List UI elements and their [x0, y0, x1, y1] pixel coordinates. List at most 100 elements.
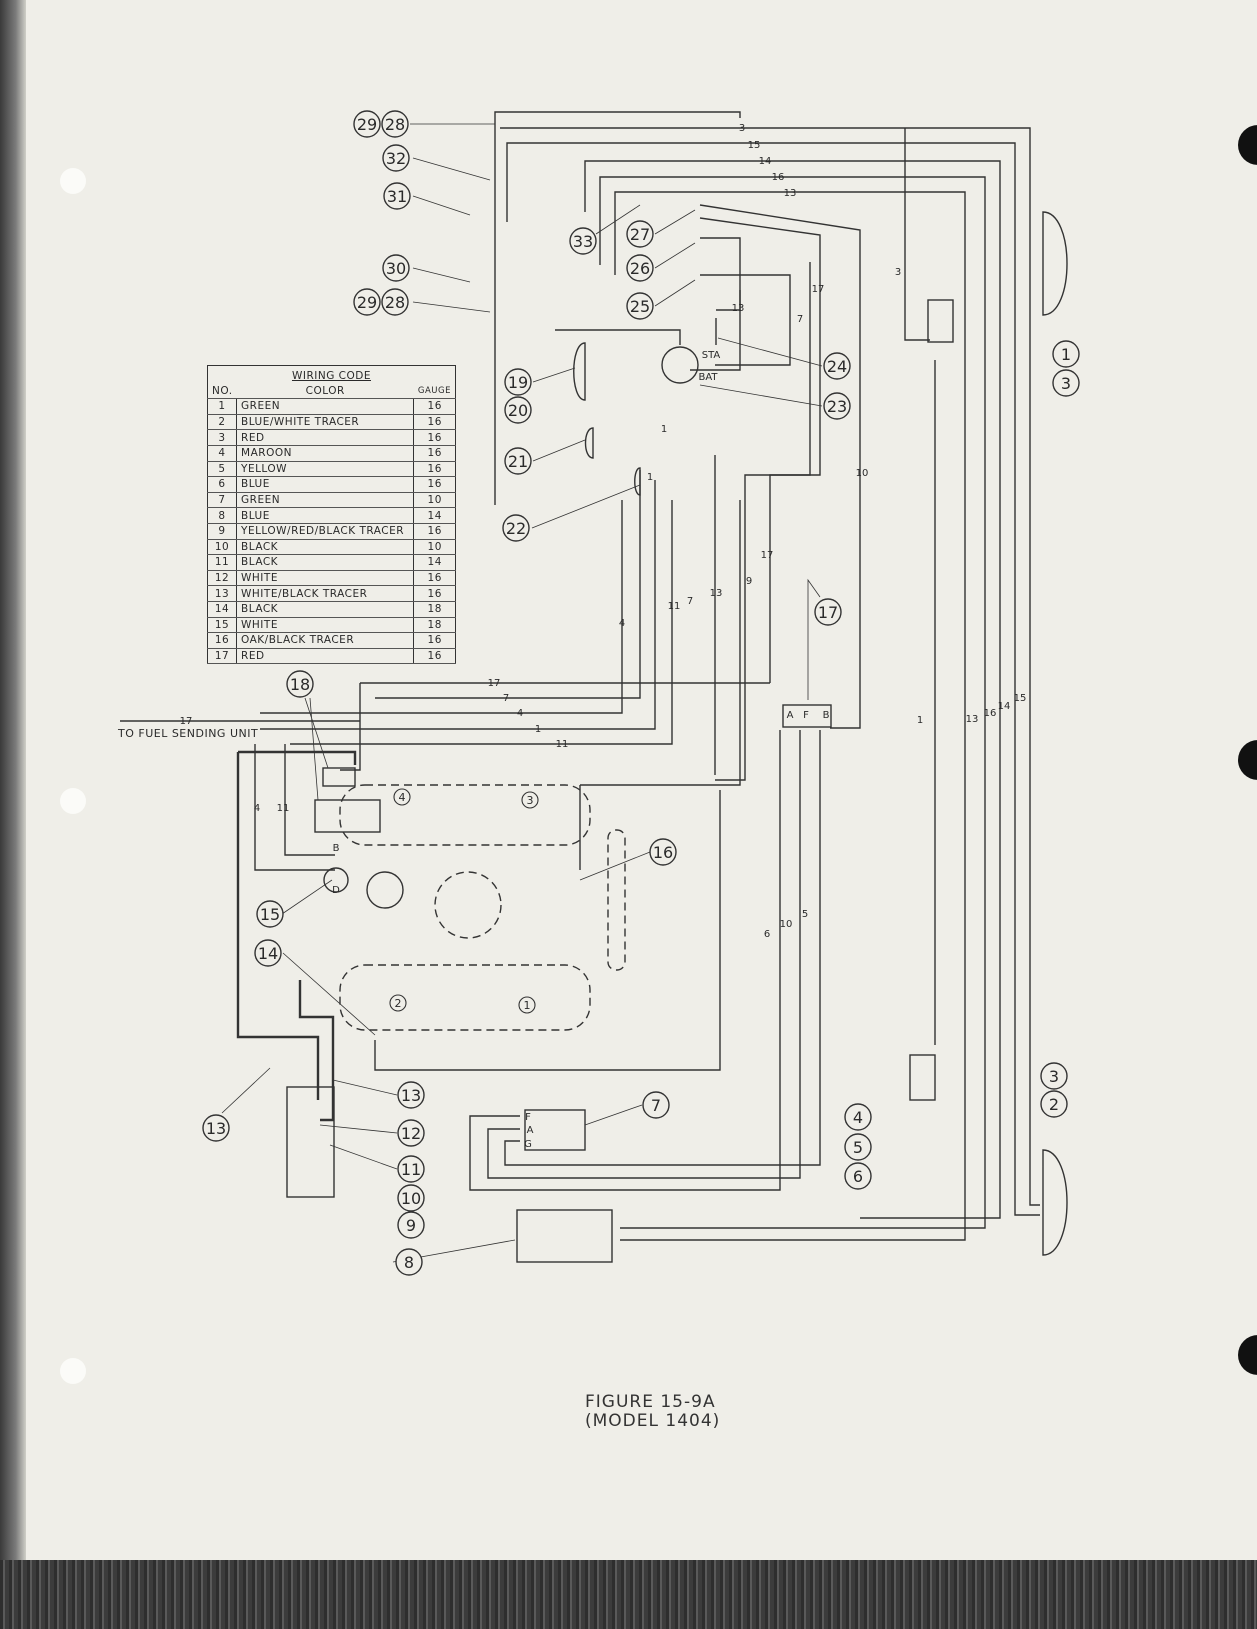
callout-number: 28	[385, 293, 405, 312]
callout-circle	[256, 900, 284, 928]
ground-circle	[393, 788, 411, 806]
wire-gauge: 14	[413, 507, 456, 524]
callout-number: 22	[506, 519, 526, 538]
wire-label: 13	[784, 188, 797, 199]
terminal-label: F	[525, 1112, 531, 1123]
ground-circle	[521, 791, 539, 809]
terminal-label: B	[333, 843, 340, 854]
callout-24: 24	[823, 352, 851, 380]
ground-point-3: 3	[521, 791, 539, 809]
wire-label: 14	[759, 156, 772, 167]
wire-gauge: 18	[413, 601, 456, 618]
wire-no: 9	[207, 523, 238, 540]
callout-2: 2	[1040, 1090, 1068, 1118]
callout-circle	[397, 1184, 425, 1212]
scan-edge-bottom	[0, 1560, 1257, 1629]
wire-gauge: 16	[413, 398, 456, 415]
wire-label: 1	[535, 724, 541, 735]
punch-hole	[60, 168, 86, 194]
callout-circle	[1052, 369, 1080, 397]
callout-number: 5	[853, 1138, 863, 1157]
callout-circle	[844, 1133, 872, 1161]
wire-gauge: 16	[413, 414, 456, 431]
callout-number: 31	[387, 187, 407, 206]
wire-color: GREEN	[236, 398, 414, 415]
callout-number: 9	[406, 1216, 416, 1235]
ground-circle	[389, 994, 407, 1012]
terminal-label: G	[524, 1139, 532, 1150]
ground-point-1: 1	[518, 996, 536, 1014]
punch-hole	[60, 788, 86, 814]
figure-subtitle: (MODEL 1404)	[585, 1411, 721, 1431]
wire-color: BLACK	[236, 554, 414, 571]
callout-26: 26	[626, 254, 654, 282]
callout-number: 1	[1061, 345, 1071, 364]
callout-circle	[504, 447, 532, 475]
ground-number: 1	[524, 999, 531, 1012]
ground-circle	[518, 996, 536, 1014]
punch-hole	[1238, 740, 1257, 780]
fuel-wire-label: 17	[180, 716, 193, 727]
wire-color: GREEN	[236, 492, 414, 509]
wire-label: 6	[764, 929, 770, 940]
callout-19: 19	[504, 368, 532, 396]
header-no: NO.	[207, 383, 237, 400]
callout-circle	[254, 939, 282, 967]
callout-29: 29	[353, 110, 381, 138]
wire-color: RED	[236, 648, 414, 665]
wire-no: 1	[207, 398, 238, 415]
wire-no: 2	[207, 414, 238, 431]
callout-number: 6	[853, 1167, 863, 1186]
callout-number: 25	[630, 297, 650, 316]
wire-color: RED	[236, 429, 414, 446]
callout-number: 30	[386, 259, 406, 278]
callout-number: 16	[653, 843, 673, 862]
callout-number: 19	[508, 373, 528, 392]
callout-18: 18	[286, 670, 314, 698]
wire-gauge: 10	[413, 539, 456, 556]
wire-color: MAROON	[236, 445, 414, 462]
terminal-label: STA	[702, 350, 721, 361]
wire-gauge: 16	[413, 429, 456, 446]
wire-label: 3	[895, 267, 901, 278]
callout-circle	[397, 1155, 425, 1183]
wire-no: 5	[207, 461, 238, 478]
callout-25: 25	[626, 292, 654, 320]
wire-label: 5	[802, 909, 808, 920]
callout-circle	[626, 292, 654, 320]
callout-22: 22	[502, 514, 530, 542]
scan-edge-left	[0, 0, 26, 1629]
callout-11: 11	[397, 1155, 425, 1183]
callout-31: 31	[383, 182, 411, 210]
callout-circle	[1052, 340, 1080, 368]
wire-no: 10	[207, 539, 238, 556]
callout-number: 29	[357, 293, 377, 312]
wire-color: BLUE/WHITE TRACER	[236, 414, 414, 431]
wire-label: 17	[761, 550, 774, 561]
wire-color: WHITE/BLACK TRACER	[236, 585, 414, 602]
ground-point-2: 2	[389, 994, 407, 1012]
wire-label: 1	[661, 424, 667, 435]
callout-4: 4	[844, 1103, 872, 1131]
callout-circle	[814, 598, 842, 626]
wire-label: 11	[668, 601, 681, 612]
ground-number: 2	[395, 997, 402, 1010]
callout-number: 26	[630, 259, 650, 278]
wire-color: OAK/BLACK TRACER	[236, 632, 414, 649]
wire-gauge: 18	[413, 617, 456, 634]
wire-color: BLUE	[236, 507, 414, 524]
terminal-label: B	[823, 710, 830, 721]
callout-21: 21	[504, 447, 532, 475]
callout-6: 6	[844, 1162, 872, 1190]
callout-16: 16	[649, 838, 677, 866]
wire-label: 13	[710, 588, 723, 599]
